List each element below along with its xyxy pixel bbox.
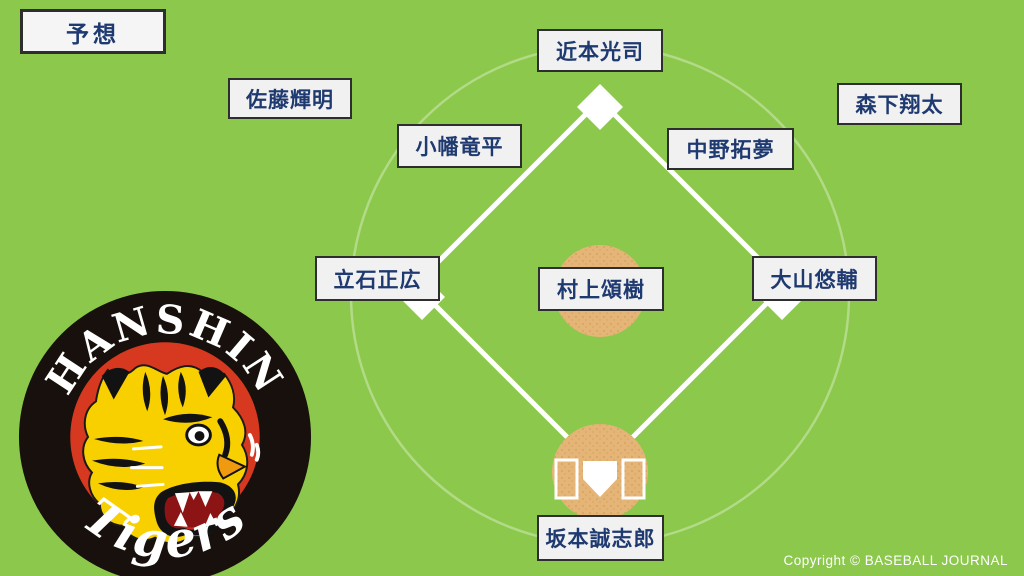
batter-box-left bbox=[554, 458, 579, 500]
hanshin-tigers-logo: HANSHIN Tigers bbox=[19, 291, 311, 576]
player-label-catcher: 坂本誠志郎 bbox=[537, 515, 664, 561]
batter-box-right bbox=[621, 458, 646, 500]
player-label-first-base: 大山悠輔 bbox=[752, 256, 877, 301]
player-label-left-field: 佐藤輝明 bbox=[228, 78, 352, 119]
second-base-bag bbox=[577, 84, 623, 130]
home-plate bbox=[583, 461, 617, 497]
player-label-second-base: 中野拓夢 bbox=[667, 128, 794, 170]
player-label-pitcher: 村上頌樹 bbox=[538, 267, 664, 311]
tiger-face bbox=[82, 364, 261, 545]
copyright-text: Copyright © BASEBALL JOURNAL bbox=[783, 553, 1008, 568]
player-label-right-field: 森下翔太 bbox=[837, 83, 962, 125]
player-label-shortstop: 小幡竜平 bbox=[397, 124, 522, 168]
prediction-badge: 予想 bbox=[20, 9, 166, 54]
player-label-center-field: 近本光司 bbox=[537, 29, 663, 72]
player-label-third-base: 立石正広 bbox=[315, 256, 440, 301]
